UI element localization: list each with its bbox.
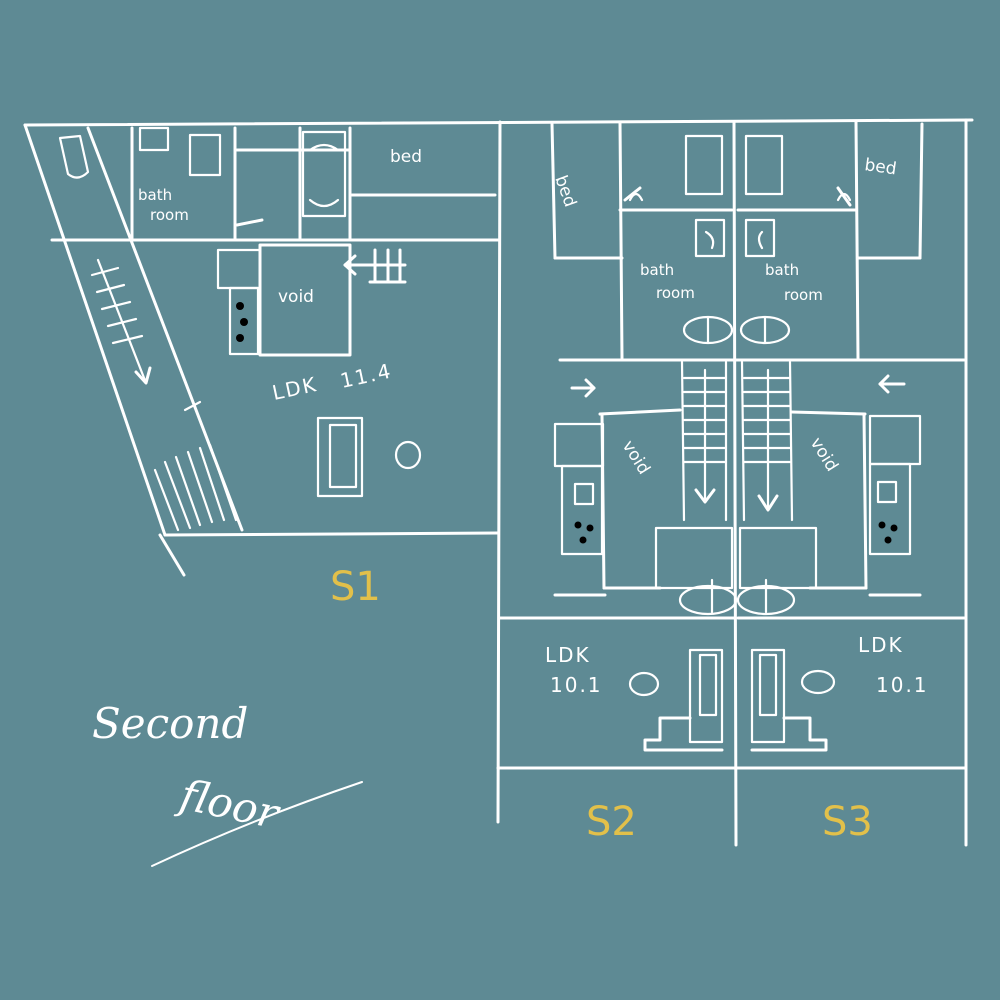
outer-walls (23, 118, 974, 847)
label-bath-s2-b: room (656, 284, 695, 302)
bathtub-icon (744, 134, 852, 202)
unit-label-s2: S2 (586, 799, 637, 845)
label-void-s2: void (618, 437, 654, 478)
sink-icon (682, 218, 734, 345)
stair-lower-s1 (153, 400, 238, 532)
label-ldk-s2: LDK (545, 643, 591, 667)
landing-s3 (736, 526, 818, 616)
floor-title: Second floor (92, 699, 363, 867)
label-bath-s3-a: bath (765, 261, 799, 279)
stair-treads-s2 (680, 360, 728, 522)
dining-table-s1 (316, 416, 422, 498)
kitchen-counter (216, 248, 262, 356)
toilet-icon (58, 134, 90, 179)
label-bed-s3: bed (863, 155, 898, 179)
label-bath-s1-b: room (150, 206, 189, 224)
stair-treads-s3 (740, 360, 794, 522)
sink-icon (138, 126, 222, 177)
label-ldk-area-s1: 11.4 (338, 358, 394, 392)
dining-table-s2 (628, 648, 724, 752)
unit-label-s1: S1 (330, 564, 381, 610)
label-void-s1: void (278, 287, 314, 307)
unit-label-s3: S3 (822, 799, 873, 845)
label-void-s3: void (806, 434, 842, 475)
floor-label-line2: floor (173, 769, 285, 839)
label-bath-s2-a: bath (640, 261, 674, 279)
label-ldk-area-s3: 10.1 (876, 673, 929, 697)
underline-stroke (151, 781, 363, 867)
label-bath-s3-b: room (784, 286, 823, 304)
stair-treads-s1 (90, 258, 152, 385)
floor-label-line1: Second (92, 699, 248, 748)
label-bed-s1: bed (390, 147, 422, 167)
kitchen-counter (868, 414, 922, 556)
dining-table-s3 (750, 648, 836, 752)
stair-arrow-s1-upper (343, 248, 407, 284)
label-bath-s1-a: bath (138, 186, 172, 204)
label-ldk-area-s2: 10.1 (550, 673, 603, 697)
label-ldk-s1: LDK (270, 372, 320, 405)
kitchen-counter (553, 422, 605, 556)
unit-s2: bed bath room void LDK 10.1 S2 (498, 120, 860, 845)
unit-s3: bed bath room void LDK 10.1 S3 (736, 120, 966, 845)
bathtub-icon (628, 134, 724, 202)
bathtub-icon (301, 130, 347, 218)
unit-s1: bed bath room void LDK 11.4 S1 (50, 126, 500, 610)
label-ldk-s3: LDK (858, 633, 904, 657)
landing-s2 (654, 526, 738, 616)
sink-icon (739, 218, 791, 345)
